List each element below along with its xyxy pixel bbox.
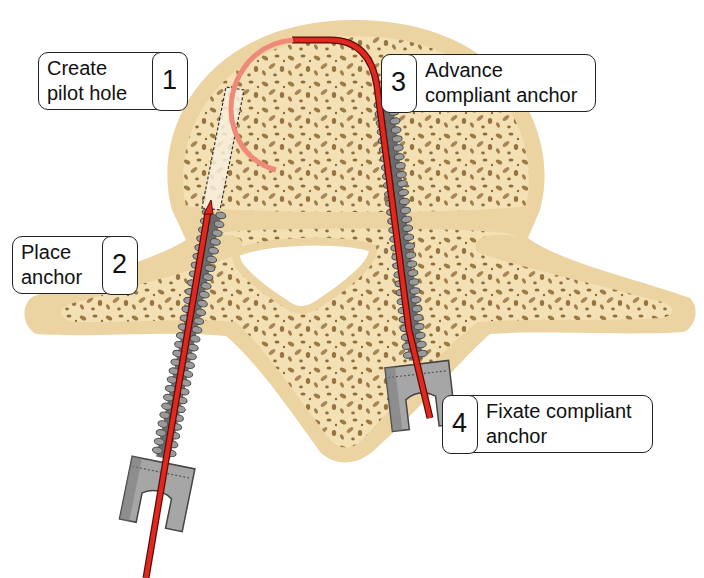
anchor-thread xyxy=(409,278,420,286)
anchor-thread xyxy=(195,308,206,316)
anchor-thread xyxy=(414,323,425,331)
anchor-thread xyxy=(215,211,226,219)
tulip-head-shade xyxy=(385,367,402,432)
callout-number: 2 xyxy=(112,248,127,282)
anchor-thread xyxy=(415,332,426,340)
anchor-thread xyxy=(208,247,219,255)
anchor-thread xyxy=(401,216,412,224)
step-label-box: Fixate compliant anchor 4 xyxy=(442,395,653,453)
anchor-thread xyxy=(197,299,208,307)
left-compliant-rod xyxy=(146,212,208,578)
anchor-thread xyxy=(412,305,423,313)
anchor-thread xyxy=(213,220,224,228)
anchor-thread xyxy=(163,393,174,401)
anchor-thread xyxy=(390,117,401,125)
anchor-thread xyxy=(411,296,422,304)
anchor-thread xyxy=(400,207,411,215)
anchor-thread xyxy=(157,420,168,428)
anchor-thread xyxy=(395,162,406,170)
step-label-box: Create pilot hole 1 xyxy=(38,52,187,110)
anchor-thread xyxy=(393,144,404,152)
anchor-shank xyxy=(386,104,416,360)
step-label: Advance compliant anchor xyxy=(415,55,595,111)
step-label: Fixate compliant anchor xyxy=(476,396,652,452)
pilot-hole xyxy=(202,87,244,210)
anchor-thread xyxy=(154,437,165,445)
anchor-thread xyxy=(161,402,172,410)
advancing-rod-curve xyxy=(231,40,293,170)
callout-number: 3 xyxy=(391,66,406,100)
vertebra-cortex xyxy=(24,20,695,463)
anchor-thread xyxy=(391,126,402,134)
anchor-thread xyxy=(152,446,163,454)
left-compliant-rod xyxy=(146,212,208,578)
anchor-thread xyxy=(398,189,409,197)
step-label: Create pilot hole xyxy=(39,53,153,109)
anchor-thread xyxy=(406,260,417,268)
step-label: Place anchor xyxy=(13,237,103,293)
step-number-box: 4 xyxy=(442,395,478,454)
anchor-thread xyxy=(156,429,167,437)
anchor-thread xyxy=(199,291,210,299)
anchor-thread xyxy=(410,287,421,295)
step-number-box: 1 xyxy=(152,52,188,111)
anchor-thread xyxy=(191,326,202,334)
anchor-thread xyxy=(188,343,199,351)
anchor-thread xyxy=(392,135,403,143)
anchor-thread xyxy=(404,242,415,250)
anchor-thread xyxy=(399,198,410,206)
anchor-thread xyxy=(212,229,223,237)
anchor-thread xyxy=(202,273,213,281)
anchor-thread xyxy=(405,251,416,259)
step-number-box: 3 xyxy=(381,54,417,113)
anchor-thread xyxy=(408,269,419,277)
callout-number: 1 xyxy=(162,64,177,98)
anchor-thread xyxy=(204,264,215,272)
anchor-thread xyxy=(416,341,427,349)
anchor-thread xyxy=(413,314,424,322)
right-compliant-rod xyxy=(292,40,430,418)
step-label-box: Place anchor 2 xyxy=(12,236,137,294)
anchor-thread xyxy=(397,180,408,188)
anchor-thread xyxy=(193,317,204,325)
tulip-head-shade xyxy=(119,456,142,521)
anchor-thread xyxy=(402,225,413,233)
anchor-thread xyxy=(159,411,170,419)
step-number-box: 2 xyxy=(102,236,138,295)
right-compliant-rod xyxy=(292,40,430,418)
spinal-canal xyxy=(236,242,372,310)
anchor-thread xyxy=(210,238,221,246)
anchor-thread xyxy=(403,234,414,242)
anchor-thread xyxy=(190,335,201,343)
anchor-thread xyxy=(394,153,405,161)
anchor-thread xyxy=(396,171,407,179)
step-label-box: Advance compliant anchor 3 xyxy=(381,54,596,112)
anchor-thread xyxy=(206,255,217,263)
callout-number: 4 xyxy=(452,407,467,441)
anchor-thread xyxy=(201,282,212,290)
rod-tip xyxy=(204,200,213,214)
